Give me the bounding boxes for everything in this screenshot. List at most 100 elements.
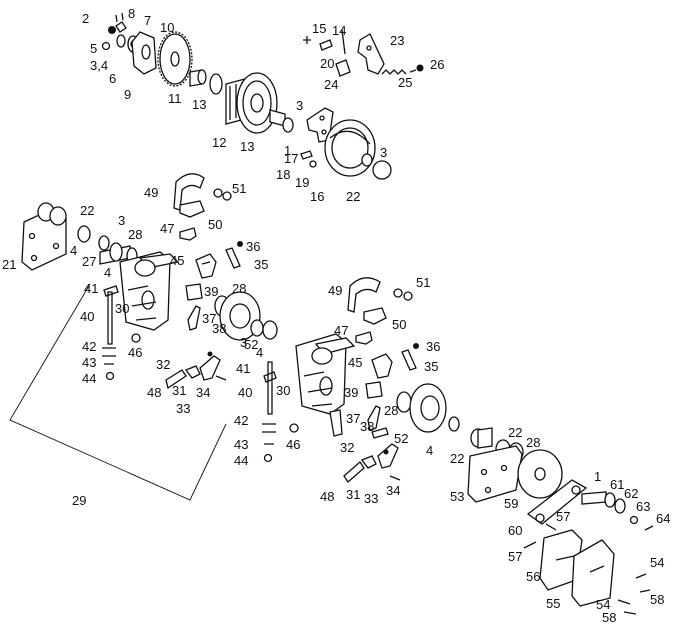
callout-19: 19 [295, 175, 310, 190]
callout-28b: 28 [232, 281, 247, 296]
callout-16: 16 [310, 189, 325, 204]
callout-6: 6 [109, 71, 117, 86]
callout-10: 10 [160, 20, 175, 35]
callout-41b: 41 [236, 361, 251, 376]
callout-58a: 58 [650, 592, 665, 607]
callout-42a: 42 [82, 339, 97, 354]
callout-55: 55 [546, 596, 561, 611]
callout-25: 25 [398, 75, 413, 90]
callout-61: 61 [610, 477, 625, 492]
callout-4b: 4 [104, 265, 112, 280]
callout-40a: 40 [80, 309, 95, 324]
callout-38b: 38 [360, 419, 375, 434]
callout-28a: 28 [128, 227, 143, 242]
output-bracket-assembly [467, 427, 654, 615]
callout-50a: 50 [208, 217, 223, 232]
callout-23: 23 [390, 33, 405, 48]
callout-24: 24 [324, 77, 339, 92]
callout-52a: 52 [244, 337, 259, 352]
callout-4d: 4 [426, 443, 434, 458]
callout-36a: 36 [246, 239, 261, 254]
callout-57b: 57 [508, 549, 523, 564]
callout-37b: 37 [346, 411, 361, 426]
callout-46a: 46 [128, 345, 143, 360]
callout-28d: 28 [526, 435, 541, 450]
callout-56: 56 [526, 569, 541, 584]
callout-48a: 48 [147, 385, 162, 400]
callout-27: 27 [82, 254, 97, 269]
callout-53: 53 [450, 489, 465, 504]
callout-42b: 42 [234, 413, 249, 428]
callout-33b: 33 [364, 491, 379, 506]
callout-62: 62 [624, 486, 639, 501]
callout-41a: 41 [84, 281, 99, 296]
callout-49a: 49 [144, 185, 159, 200]
callout-2: 2 [82, 11, 90, 26]
callout-28c: 28 [384, 403, 399, 418]
callout-9: 9 [124, 87, 132, 102]
callout-39a: 39 [204, 284, 219, 299]
callout-34c: 34 [386, 483, 401, 498]
callout-45b: 45 [348, 355, 363, 370]
callout-12: 12 [212, 135, 227, 150]
callout-64: 64 [656, 511, 671, 526]
callout-32b: 32 [340, 440, 355, 455]
callout-30a: 30 [115, 301, 130, 316]
right-gearbox-assembly [262, 277, 460, 483]
callout-34b: 34 [196, 385, 211, 400]
callout-22c: 22 [508, 425, 523, 440]
callout-43b: 43 [234, 437, 249, 452]
callout-13a: 13 [192, 97, 207, 112]
callout-14: 14 [332, 23, 347, 38]
callout-29: 29 [72, 493, 87, 508]
callout-21: 21 [2, 257, 17, 272]
callout-4a: 4 [70, 243, 78, 258]
callout-30b: 30 [276, 383, 291, 398]
callout-31b: 31 [346, 487, 361, 502]
callout-57a: 57 [556, 509, 571, 524]
callout-44a: 44 [82, 371, 97, 386]
callout-58b: 58 [602, 610, 617, 625]
callout-20: 20 [320, 56, 335, 71]
callout-3a: 3 [296, 98, 304, 113]
callout-22a: 22 [346, 189, 361, 204]
callout-40b: 40 [238, 385, 253, 400]
callout-3-4: 3,4 [90, 58, 109, 73]
callout-46b: 46 [286, 437, 301, 452]
callout-59: 59 [504, 496, 519, 511]
callout-60: 60 [508, 523, 523, 538]
callout-32a: 32 [156, 357, 171, 372]
callout-22d: 22 [450, 451, 465, 466]
callout-47b: 47 [334, 323, 349, 338]
callout-3b: 3 [380, 145, 388, 160]
callout-44b: 44 [234, 453, 249, 468]
callout-36b: 36 [426, 339, 441, 354]
callout-52b: 52 [394, 431, 409, 446]
callout-47a: 47 [160, 221, 175, 236]
callout-51a: 51 [232, 181, 247, 196]
callout-26: 26 [430, 57, 445, 72]
callout-49b: 49 [328, 283, 343, 298]
callout-13b: 13 [240, 139, 255, 154]
callout-54b: 54 [596, 597, 611, 612]
callout-1b: 1 [594, 469, 602, 484]
callout-22b: 22 [80, 203, 95, 218]
callout-17: 17 [284, 151, 299, 166]
callout-50b: 50 [392, 317, 407, 332]
callout-35a: 35 [254, 257, 269, 272]
callout-11: 11 [168, 91, 182, 106]
callout-39b: 39 [344, 385, 359, 400]
callout-5: 5 [90, 41, 98, 56]
callout-33a: 33 [176, 401, 191, 416]
callout-15: 15 [312, 21, 327, 36]
callout-7: 7 [144, 13, 152, 28]
callout-1a: 1 [284, 143, 292, 158]
callout-31a: 31 [172, 383, 187, 398]
callout-54a: 54 [650, 555, 665, 570]
callout-8: 8 [128, 6, 136, 21]
callout-63: 63 [636, 499, 651, 514]
sprocket-hub-assembly [101, 12, 424, 180]
callout-43a: 43 [82, 355, 97, 370]
